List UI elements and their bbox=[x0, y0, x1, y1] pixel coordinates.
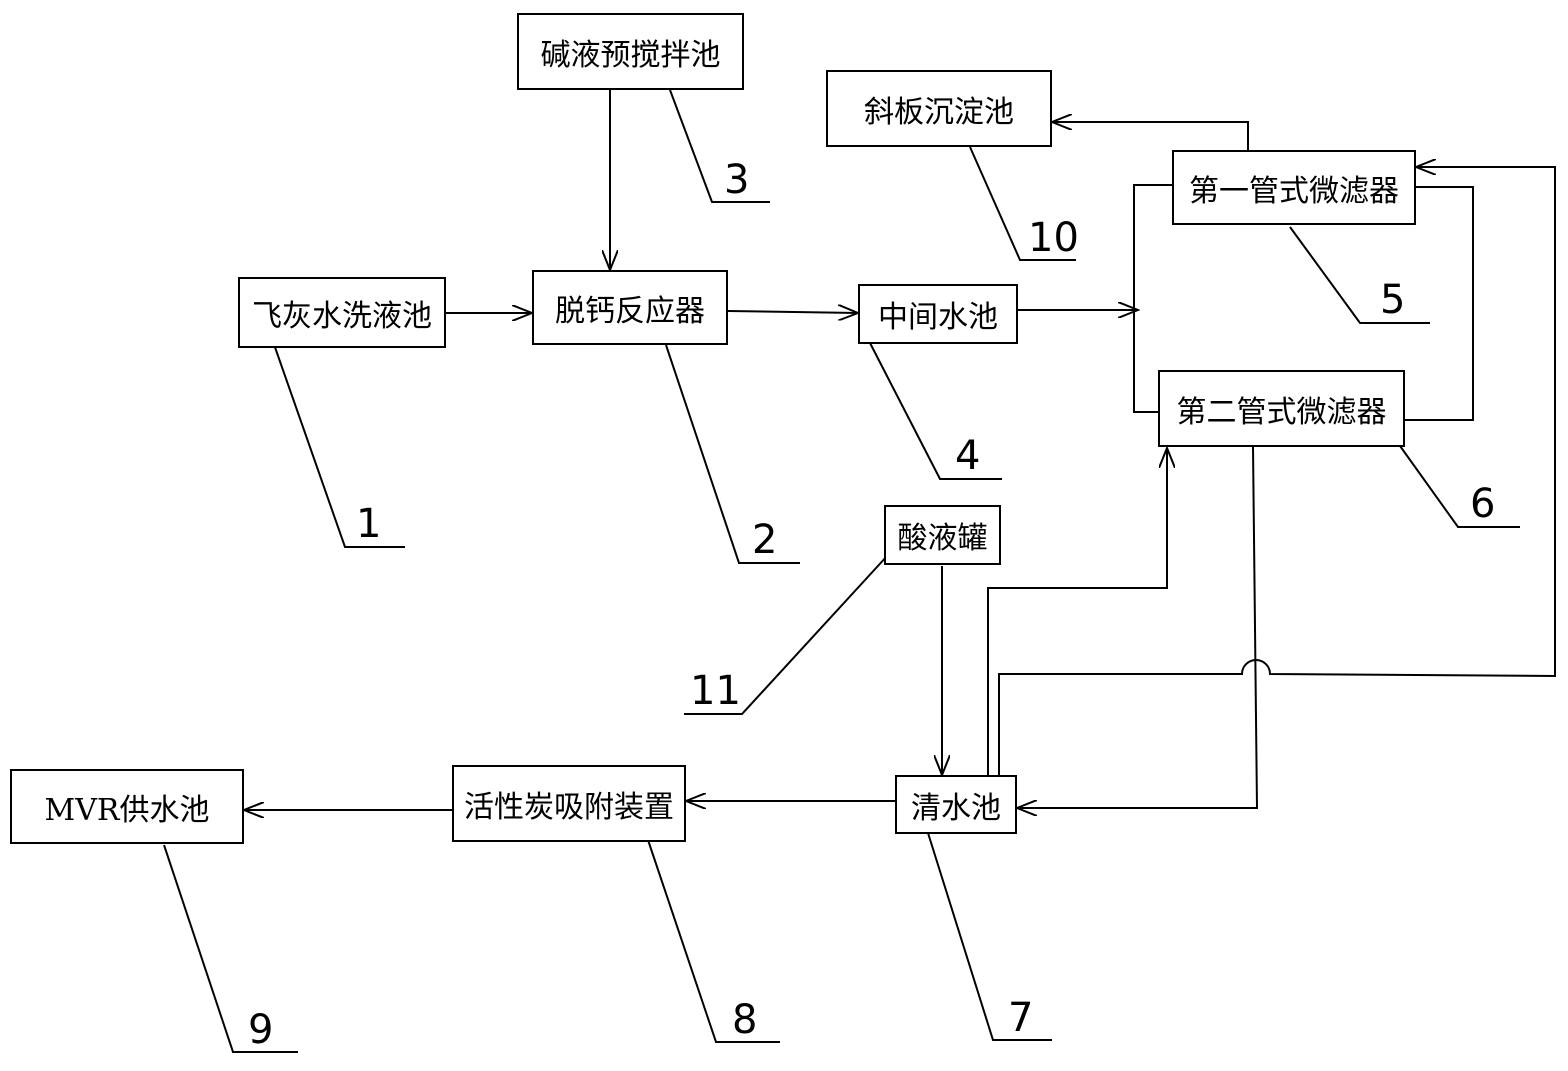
leader-5 bbox=[1289, 226, 1430, 324]
edge-n7-n5-backwash bbox=[998, 167, 1556, 775]
edge-n7-n6-backwash bbox=[987, 448, 1167, 775]
edge-n5-n10 bbox=[1052, 122, 1249, 150]
filter-return-loop bbox=[1405, 186, 1474, 421]
node-first-tubular-microfilter: 第一管式微滤器 bbox=[1172, 150, 1416, 225]
ref-number-9: 9 bbox=[248, 1007, 274, 1053]
node-mvr-supply-tank: MVR供水池 bbox=[10, 769, 244, 844]
leader-3 bbox=[669, 89, 770, 203]
ref-number-4: 4 bbox=[955, 433, 981, 479]
node-inclined-plate-settler: 斜板沉淀池 bbox=[826, 70, 1052, 147]
edge-n2-n4 bbox=[727, 311, 858, 313]
ref-number-7: 7 bbox=[1008, 995, 1034, 1041]
ref-number-11: 11 bbox=[690, 668, 741, 714]
leader-10 bbox=[969, 146, 1076, 261]
ref-number-10: 10 bbox=[1028, 215, 1079, 261]
leader-1 bbox=[269, 332, 405, 548]
ref-number-2: 2 bbox=[752, 517, 778, 563]
ref-number-1: 1 bbox=[356, 501, 382, 547]
leader-11 bbox=[684, 554, 889, 715]
node-intermediate-tank: 中间水池 bbox=[858, 284, 1018, 344]
edge-n6-n7 bbox=[1017, 446, 1259, 808]
splitter-bus bbox=[1133, 184, 1172, 413]
leader-6 bbox=[1389, 431, 1520, 528]
node-decalcification-reactor: 脱钙反应器 bbox=[532, 270, 728, 345]
leader-4 bbox=[869, 342, 1002, 480]
node-activated-carbon-adsorber: 活性炭吸附装置 bbox=[452, 765, 686, 842]
leader-8 bbox=[647, 839, 780, 1043]
ref-number-5: 5 bbox=[1380, 277, 1406, 323]
node-fly-ash-wash-tank: 飞灰水洗液池 bbox=[238, 277, 446, 348]
ref-number-6: 6 bbox=[1470, 481, 1496, 527]
node-acid-tank: 酸液罐 bbox=[884, 505, 1001, 565]
leader-2 bbox=[665, 344, 800, 564]
node-second-tubular-microfilter: 第二管式微滤器 bbox=[1158, 370, 1405, 447]
node-clear-water-tank: 清水池 bbox=[895, 775, 1017, 834]
leader-7 bbox=[927, 832, 1052, 1041]
ref-number-8: 8 bbox=[732, 997, 758, 1043]
node-alkali-premix-tank: 碱液预搅拌池 bbox=[517, 13, 744, 90]
leader-9 bbox=[163, 844, 298, 1053]
ref-number-3: 3 bbox=[724, 157, 750, 203]
